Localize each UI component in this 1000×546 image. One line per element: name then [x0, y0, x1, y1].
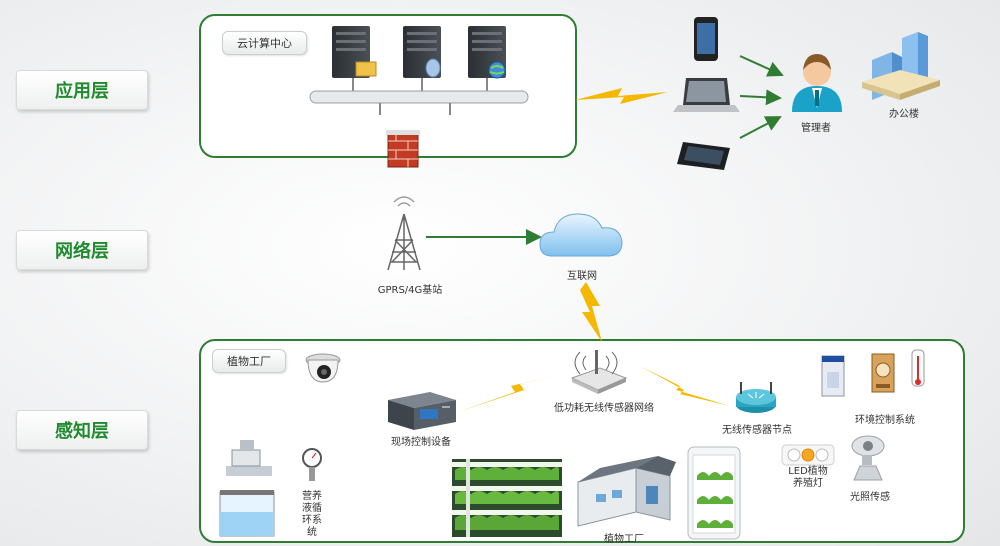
grow-cabinet-icon	[687, 446, 741, 540]
control-device-icon	[388, 392, 456, 430]
cloud-center-tag: 云计算中心	[222, 31, 307, 55]
meter-icon	[871, 353, 895, 393]
control-cabinet-icon	[821, 355, 845, 397]
wireless-link-icon	[580, 282, 602, 342]
light-sensor-label: 光照传感	[850, 492, 890, 503]
firewall-icon	[386, 130, 420, 168]
layer-network-label: 网络层	[16, 230, 148, 270]
plant-factory-label: 植物工厂	[604, 534, 644, 545]
wireless-link-icon	[575, 88, 668, 104]
laptop-icon	[673, 78, 740, 112]
field-control-label: 现场控制设备	[391, 437, 451, 448]
wireless-network-label: 低功耗无线传感器网络	[554, 403, 654, 414]
tablet-icon	[677, 142, 730, 170]
env-control-label: 环境控制系统	[855, 415, 915, 426]
base-station-label: GPRS/4G基站	[377, 285, 443, 296]
led-light-icon	[781, 444, 835, 466]
internet-label: 互联网	[567, 271, 597, 282]
cell-tower-icon	[387, 196, 421, 271]
sensor-node-icon	[736, 382, 776, 413]
security-camera-icon	[305, 353, 341, 383]
pressure-gauge-icon	[302, 448, 322, 481]
cloud-icon	[539, 213, 623, 257]
thermometer-icon	[911, 349, 925, 387]
wireless-node-label: 无线传感器节点	[722, 425, 792, 436]
office-label: 办公楼	[889, 109, 919, 120]
server-icon	[403, 26, 441, 78]
light-sensor-icon	[851, 435, 885, 481]
manager-icon	[792, 54, 842, 112]
nutrient-system-label: 营养液循环系统	[302, 491, 322, 538]
server-icon	[468, 26, 506, 79]
plant-factory-tag: 植物工厂	[212, 349, 286, 373]
layer-perception-label: 感知层	[16, 410, 148, 450]
pump-icon	[226, 440, 272, 476]
factory-building-icon	[577, 456, 676, 527]
layer-application-label: 应用层	[16, 70, 148, 110]
server-icon	[332, 26, 377, 78]
plant-rack-photo	[452, 459, 562, 537]
water-tank-icon	[219, 490, 275, 537]
smartphone-icon	[694, 17, 718, 61]
led-light-label: LED植物 养殖灯	[788, 466, 828, 489]
wireless-router-icon	[570, 350, 628, 394]
office-building-icon	[862, 32, 940, 100]
manager-label: 管理者	[801, 123, 831, 134]
